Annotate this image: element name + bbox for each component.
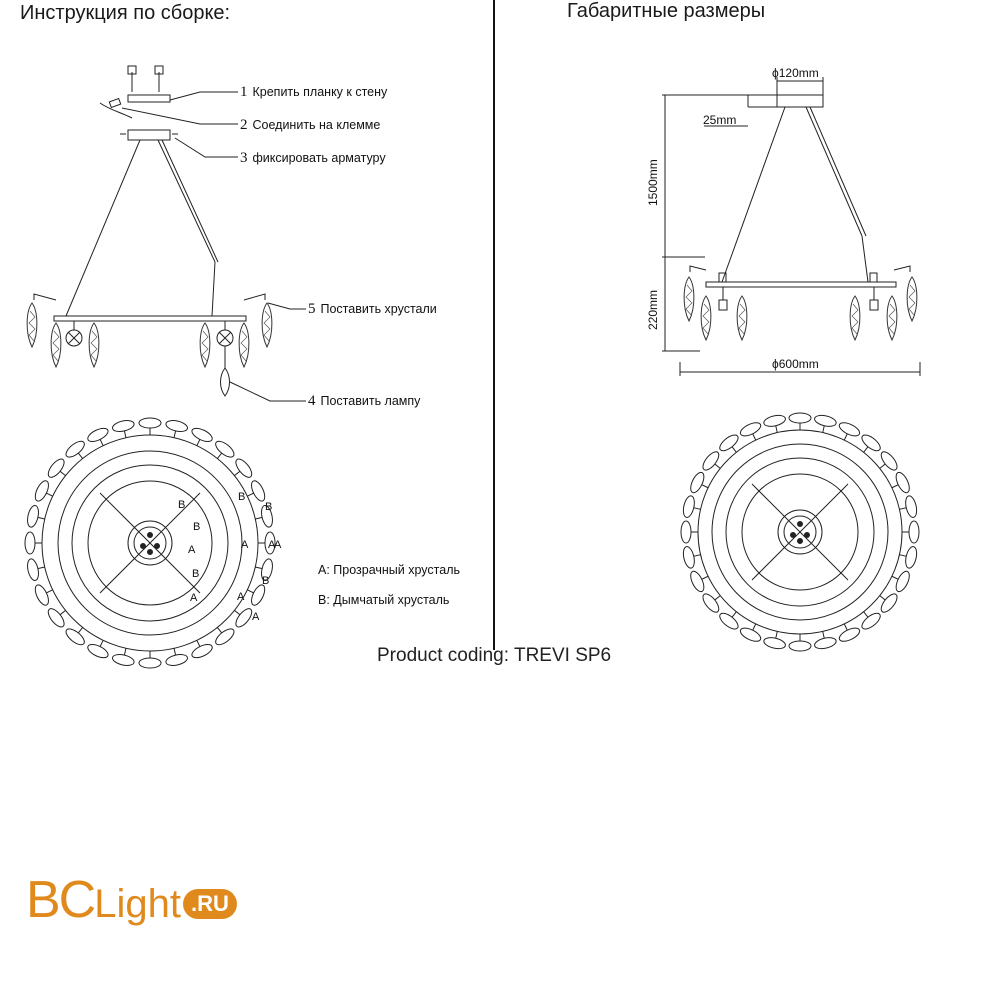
crystal-drop	[215, 440, 235, 458]
crystal-drop	[905, 546, 918, 569]
crystal-drop	[763, 414, 786, 427]
crystal-drop	[702, 451, 720, 471]
crystal-type-mark: A	[241, 539, 249, 551]
crystal-drop	[27, 558, 39, 581]
dimensions-heading: Габаритные размеры	[567, 0, 766, 22]
crystal-drop	[814, 637, 837, 650]
crystal-drop	[87, 644, 109, 659]
crystal-drop	[908, 520, 920, 544]
crystal-drop	[34, 480, 49, 502]
crystal-drop	[251, 480, 266, 502]
crystal-drop	[34, 584, 49, 606]
crystal-drop	[814, 414, 837, 427]
crystal-type-mark: A	[252, 611, 260, 623]
crystal-drop	[112, 420, 135, 432]
crystal-drop	[261, 558, 273, 581]
bclight-logo[interactable]: BCLight.RU	[26, 870, 237, 930]
assembly-heading: Инструкция по сборке:	[20, 2, 231, 24]
crystal-drop	[838, 627, 861, 642]
crystal-drop	[861, 434, 881, 452]
assembly-drawing	[26, 65, 306, 402]
crystal-drop	[87, 427, 109, 442]
crystal-drop	[191, 427, 213, 442]
crystal-drop	[763, 637, 786, 650]
crystal-drop	[880, 451, 898, 471]
dimensions-top-view	[680, 412, 920, 652]
assembly-top-view	[24, 417, 276, 669]
crystal-type-mark: A	[188, 544, 196, 556]
crystal-drop	[861, 612, 881, 630]
crystal-drop	[739, 422, 762, 437]
section-divider	[493, 0, 495, 650]
crystal-drop	[65, 440, 85, 458]
crystal-drop	[138, 417, 162, 429]
product-coding: Product coding: TREVI SP6	[377, 645, 612, 666]
crystal-drop	[235, 458, 253, 478]
crystal-drop	[905, 495, 918, 518]
crystal-type-mark: A	[237, 591, 245, 603]
crystal-drop	[138, 657, 162, 669]
crystal-drop	[251, 584, 266, 606]
crystal-type-mark: B	[238, 491, 245, 503]
crystal-drop	[702, 593, 720, 613]
crystal-type-mark: B	[192, 568, 199, 580]
dim-canopy-height: 25mm	[703, 113, 737, 127]
crystal-drop	[682, 495, 695, 518]
crystal-drop	[895, 471, 910, 494]
crystal-type-mark: A	[274, 539, 282, 551]
crystal-type-mark: A	[190, 592, 198, 604]
crystal-drop	[880, 593, 898, 613]
crystal-drop	[261, 505, 273, 528]
dim-canopy-diameter: ϕ120mm	[772, 66, 819, 80]
legend-clear-crystal: A: Прозрачный хрусталь	[318, 563, 461, 577]
crystal-drop	[895, 570, 910, 593]
legend-smoky-crystal: B: Дымчатый хрусталь	[318, 593, 450, 607]
crystal-type-mark: B	[178, 499, 185, 511]
crystal-drop	[719, 434, 739, 452]
crystal-drop	[690, 570, 705, 593]
dimensions-drawing	[662, 77, 921, 376]
crystal-drop	[788, 640, 812, 652]
crystal-drop	[165, 654, 188, 666]
crystal-drop	[739, 627, 762, 642]
crystal-drop	[165, 420, 188, 432]
crystal-drop	[191, 644, 213, 659]
crystal-drop	[719, 612, 739, 630]
crystal-drop	[235, 608, 253, 628]
crystal-drop	[47, 608, 65, 628]
crystal-type-mark: B	[193, 521, 200, 533]
crystal-drop	[24, 531, 36, 555]
crystal-drop	[838, 422, 861, 437]
crystal-drop	[47, 458, 65, 478]
crystal-drop	[682, 546, 695, 569]
crystal-drop	[215, 628, 235, 646]
crystal-drop	[27, 505, 39, 528]
crystal-drop	[690, 471, 705, 494]
crystal-drop	[112, 654, 135, 666]
crystal-type-mark: B	[265, 501, 272, 513]
crystal-drop	[65, 628, 85, 646]
dim-diameter: ϕ600mm	[772, 357, 819, 371]
crystal-drop	[680, 520, 692, 544]
crystal-type-mark: A	[268, 539, 276, 551]
crystal-drop	[788, 412, 812, 424]
crystal-drop	[264, 531, 276, 555]
crystal-type-mark: B	[262, 575, 269, 587]
